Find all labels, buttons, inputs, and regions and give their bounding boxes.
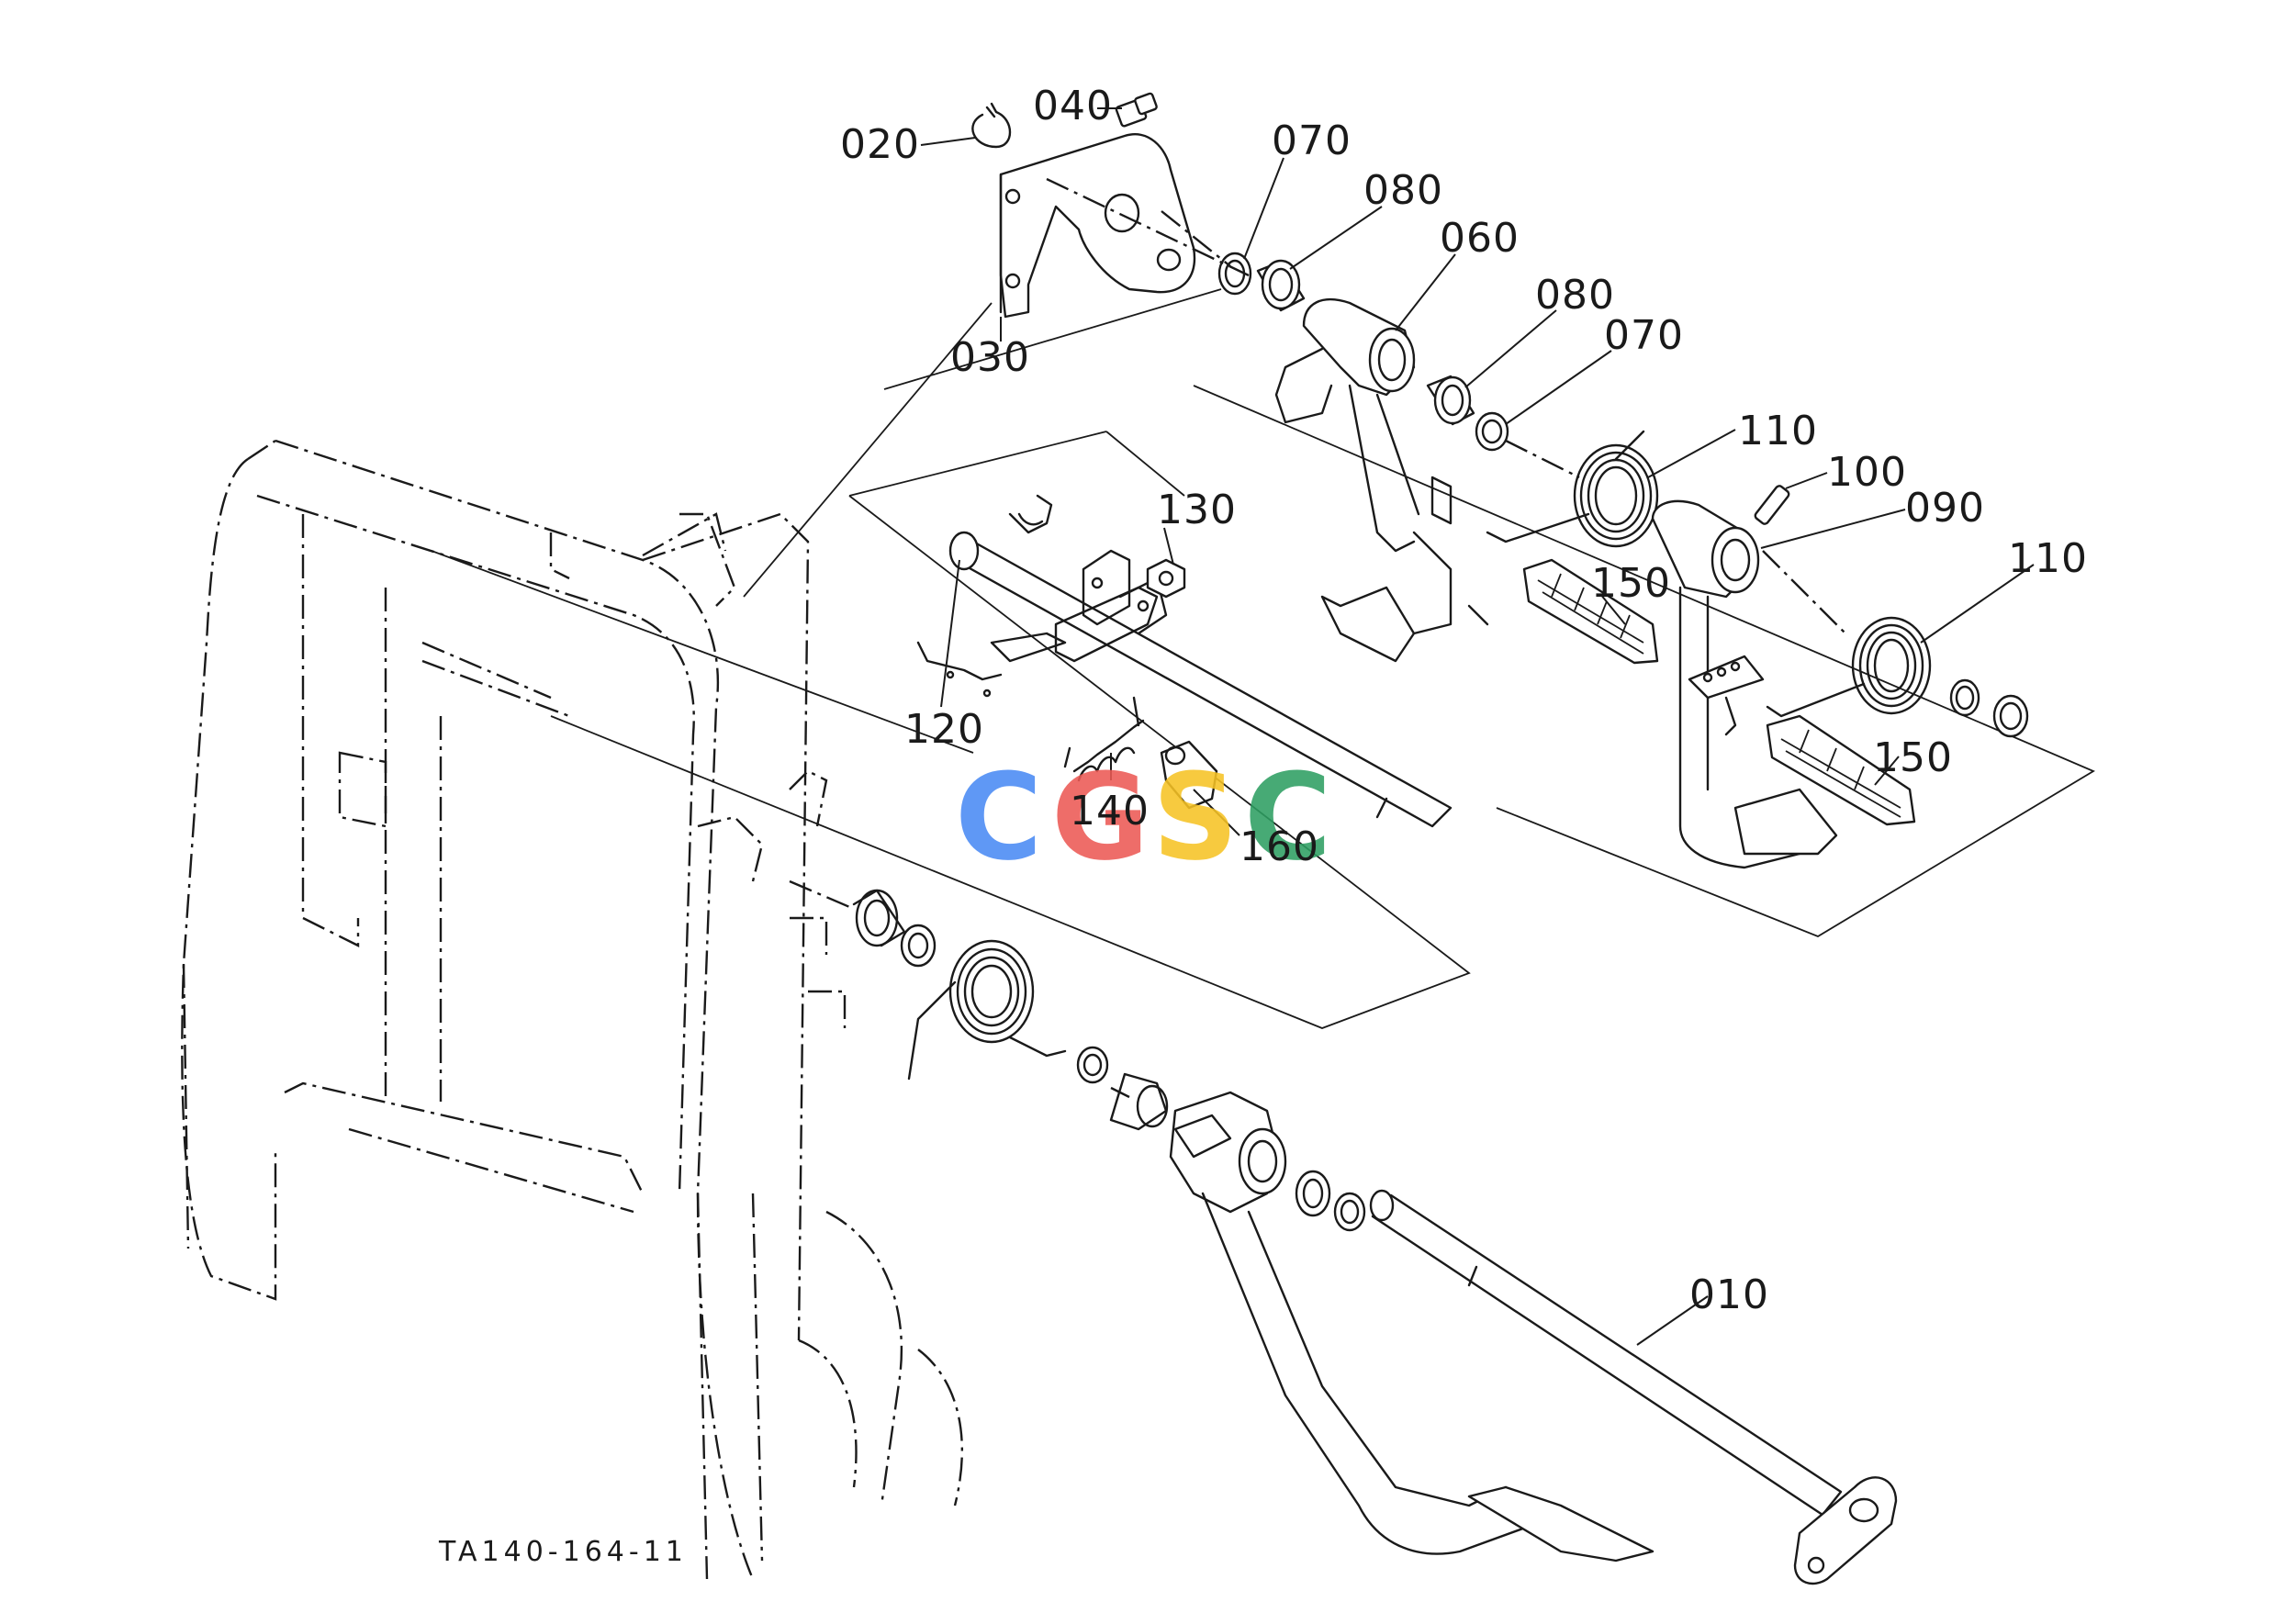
callout-140: 140 [1070,788,1150,834]
callout-100: 100 [1827,449,1907,496]
pedal-arm-060 [1274,298,1489,663]
watermark-cgsc: C G S C [955,747,1331,887]
callout-060: 060 [1440,215,1520,262]
callout-040: 040 [1033,83,1113,129]
bushings-upper [1217,252,1306,312]
callout-070-top: 070 [1272,118,1352,164]
callout-130: 130 [1157,487,1237,533]
bracket-030 [999,133,1196,319]
assembly-plane-upper [431,288,2095,1029]
spring-140 [1063,696,1145,782]
return-spring-110-right [1766,616,2029,738]
pedal-arm-090 [1651,499,1838,869]
pedal-pad-150-upper [1522,558,1659,665]
lower-pedal-arm [1169,1091,1654,1562]
watermark-letter-s: S [1152,747,1239,887]
cross-shaft-120 [916,494,1453,828]
callout-070-mid: 070 [1604,312,1684,359]
callout-080-mid: 080 [1535,272,1615,319]
watermark-letter-c1: C [955,747,1042,887]
pedal-pad-150-lower [1766,714,1916,826]
pin-100 [1754,485,1790,525]
shaft-010 [1369,1189,1898,1585]
watermark-letter-c2: C [1244,747,1331,887]
return-spring-110-upper [1486,430,1659,548]
snap-ring-020 [971,102,1012,149]
callout-150-top: 150 [1591,560,1671,607]
callout-120: 120 [904,706,984,753]
nut-130 [1146,558,1186,599]
leader-lines [920,107,2035,1346]
callout-030: 030 [950,334,1030,381]
callout-110-right: 110 [2008,535,2088,582]
bush-160 [1160,740,1218,810]
callout-080-top: 080 [1363,167,1443,214]
callout-090: 090 [1905,485,1985,532]
callout-150-bottom: 150 [1873,734,1953,781]
callout-labels: 020 040 030 070 080 060 080 070 110 100 … [840,83,2088,1318]
drawing-code: TA140-164-11 [438,1536,688,1568]
callout-160: 160 [1239,823,1319,870]
frame-outline [181,439,964,1580]
callout-010: 010 [1689,1271,1769,1318]
assembly-lines [789,177,1846,1099]
lower-spring-group [852,889,1169,1131]
callout-020: 020 [840,121,920,168]
callout-110-top: 110 [1738,408,1818,454]
bushings-mid [1426,375,1509,452]
watermark-letter-g: G [1051,747,1150,887]
grease-nipple-040 [1115,92,1158,128]
